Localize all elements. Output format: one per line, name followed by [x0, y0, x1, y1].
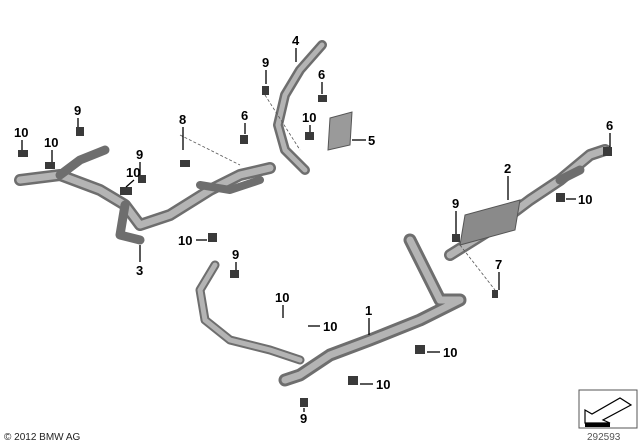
- part-3-frame-left[interactable]: [14, 145, 276, 245]
- part-5-bracket[interactable]: [327, 111, 353, 151]
- callout: 10: [275, 290, 289, 305]
- callout: 10: [126, 165, 140, 180]
- callout: 9: [262, 55, 269, 70]
- copyright-text: © 2012 BMW AG: [4, 432, 81, 443]
- callout: 6: [318, 67, 325, 82]
- callout: 8: [179, 112, 186, 127]
- callout: 9: [232, 247, 239, 262]
- callout: 5: [368, 133, 375, 148]
- callout: 10: [302, 110, 316, 125]
- callout: 6: [606, 118, 613, 133]
- callout: 10: [578, 192, 592, 207]
- part-1-frame-lower[interactable]: [195, 233, 467, 387]
- diagram-number: 292593: [587, 432, 621, 443]
- callout: 6: [241, 108, 248, 123]
- callout: 3: [136, 263, 143, 278]
- part-4-tube[interactable]: [273, 40, 327, 175]
- callout: 9: [136, 147, 143, 162]
- callout-labels: 4 9 6 8 6 10 5 9 10 10 9 10 3 10 9 2 6 1…: [14, 33, 613, 426]
- arrow-down-left-icon[interactable]: [578, 389, 638, 429]
- part-2-frame-right[interactable]: [444, 144, 611, 261]
- callout: 10: [44, 135, 58, 150]
- callout: 10: [443, 345, 457, 360]
- callout: 10: [14, 125, 28, 140]
- callout: 9: [300, 411, 307, 426]
- callout: 9: [74, 103, 81, 118]
- callout: 4: [292, 33, 300, 48]
- callout: 1: [365, 303, 372, 318]
- callout: 10: [323, 319, 337, 334]
- callout: 10: [376, 377, 390, 392]
- callout: 10: [178, 233, 192, 248]
- callout: 7: [495, 257, 502, 272]
- callout: 2: [504, 161, 511, 176]
- callout: 9: [452, 196, 459, 211]
- fasteners: [18, 86, 612, 407]
